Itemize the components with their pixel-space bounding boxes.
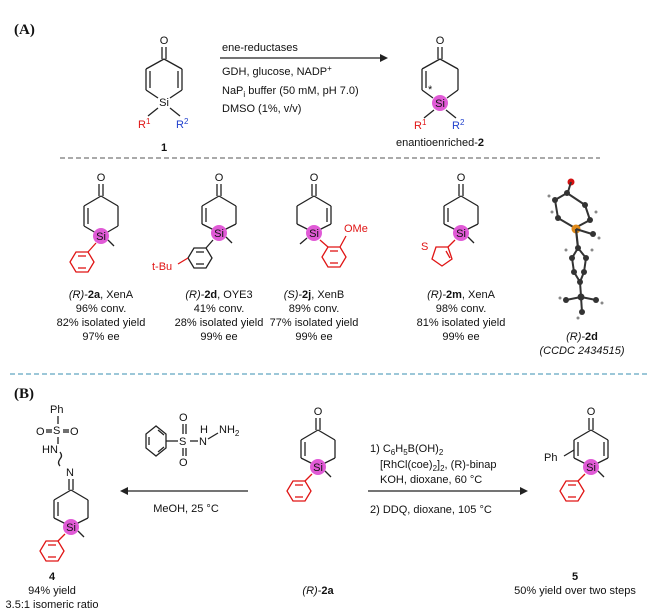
example-2d-title: (R)-2d, OYE3 (185, 289, 252, 301)
crystal-ccdc: (CCDC 2434515) (540, 345, 625, 357)
reactant-1-si: Si (159, 97, 169, 109)
reactant-1-number: 1 (161, 142, 167, 154)
svg-text:O: O (36, 426, 45, 438)
example-2m-ee: 99% ee (442, 331, 479, 343)
reaction-arrow-a-head (380, 54, 388, 62)
svg-text:NH2: NH2 (219, 424, 240, 438)
example-2d-conv: 41% conv. (194, 303, 245, 315)
product-5-phenyl: Ph (544, 452, 557, 464)
svg-text:O: O (97, 172, 106, 184)
reaction-arrow-left-head (120, 487, 128, 495)
product-2-structure: O Si * R1 R2 (414, 35, 465, 132)
conditions-line-1: ene-reductases (222, 42, 298, 54)
svg-text:Si: Si (66, 522, 76, 534)
svg-text:O: O (179, 412, 188, 424)
svg-text:Ph: Ph (50, 404, 63, 416)
svg-text:Si: Si (456, 228, 466, 240)
svg-text:Si: Si (96, 231, 106, 243)
svg-text:O: O (215, 172, 224, 184)
svg-text:Si: Si (214, 228, 224, 240)
product-5-number: 5 (572, 571, 578, 583)
reactant-1-structure: O Si R1 R2 (138, 35, 189, 131)
svg-text:O: O (70, 426, 79, 438)
sulfonylhydrazide-reagent: S O O N H NH2 (145, 412, 240, 469)
example-2a-title: (R)-2a, XenA (69, 289, 134, 301)
conditions-line-3: NaPi buffer (50 mM, pH 7.0) (222, 85, 359, 99)
compound-2m-structure: O Si (431, 172, 479, 267)
example-2a-yield: 82% isolated yield (57, 317, 146, 329)
conditions-line-2: GDH, glucose, NADP+ (222, 64, 332, 78)
product-4-ratio: 3.5:1 isomeric ratio (6, 599, 99, 611)
example-2j-conv: 89% conv. (289, 303, 340, 315)
product-4-yield: 94% yield (28, 585, 76, 597)
product-5-structure: O Si (559, 406, 609, 502)
example-2m-yield: 81% isolated yield (417, 317, 506, 329)
right-conditions-step-2: 2) DDQ, dioxane, 105 °C (370, 504, 492, 516)
conditions-line-4: DMSO (1%, v/v) (222, 103, 301, 115)
example-2d-substituent: t-Bu (152, 261, 172, 273)
example-2d-ee: 99% ee (200, 331, 237, 343)
start-2a-structure: O Si (286, 406, 336, 502)
svg-text:Si: Si (309, 228, 319, 240)
svg-text:H: H (200, 424, 208, 436)
example-2m-sulfur: S (421, 241, 428, 253)
product-5-yield: 50% yield over two steps (514, 585, 636, 597)
svg-text:Si: Si (313, 462, 323, 474)
left-conditions: MeOH, 25 °C (153, 503, 219, 515)
example-2a-ee: 97% ee (82, 331, 119, 343)
section-b-label: (B) (14, 386, 34, 402)
svg-text:N: N (199, 436, 207, 448)
reactant-1-r2: R2 (176, 117, 189, 131)
svg-text:Si: Si (586, 462, 596, 474)
product-2-caption: enantioenriched-2 (396, 137, 484, 149)
product-2-stereocenter: * (428, 84, 433, 96)
svg-text:N: N (66, 467, 74, 479)
svg-text:O: O (587, 406, 596, 418)
product-2-si-highlight (432, 95, 448, 111)
example-2d-yield: 28% isolated yield (175, 317, 264, 329)
example-2j-yield: 77% isolated yield (270, 317, 359, 329)
product-2-si: Si (435, 98, 445, 110)
svg-text:HN: HN (42, 444, 58, 456)
crystal-structure-image (547, 178, 604, 320)
compound-2d-structure: O Si (177, 172, 237, 269)
svg-text:O: O (310, 172, 319, 184)
section-a-label: (A) (14, 22, 35, 38)
svg-text:S: S (53, 425, 60, 437)
product-4-structure: Ph S O O HN N Si (36, 404, 89, 562)
svg-text:O: O (314, 406, 323, 418)
reaction-arrow-right-head (520, 487, 528, 495)
product-4-number: 4 (49, 571, 56, 583)
example-2m-conv: 98% conv. (436, 303, 487, 315)
product-2-r1: R1 (414, 118, 427, 132)
right-conditions-line-2: [RhCl(coe)2]2, (R)-binap (380, 459, 497, 473)
product-2-r2: R2 (452, 118, 465, 132)
example-2j-title: (S)-2j, XenB (284, 289, 345, 301)
compound-2a-structure: O Si (69, 172, 119, 273)
reactant-1-r1: R1 (138, 117, 151, 131)
example-2j-ee: 99% ee (295, 331, 332, 343)
product-2-oxygen: O (436, 35, 445, 47)
example-2j-substituent: OMe (344, 223, 368, 235)
start-2a-label: (R)-2a (302, 585, 334, 597)
right-conditions-line-1: 1) C6H5B(OH)2 (370, 443, 444, 457)
reactant-1-oxygen: O (160, 35, 169, 47)
example-2m-title: (R)-2m, XenA (427, 289, 496, 301)
svg-text:S: S (179, 436, 186, 448)
crystal-title: (R)-2d (566, 331, 598, 343)
svg-text:O: O (179, 457, 188, 469)
compound-2j-structure: O Si (296, 172, 347, 268)
example-2a-conv: 96% conv. (76, 303, 127, 315)
svg-text:O: O (457, 172, 466, 184)
right-conditions-line-3: KOH, dioxane, 60 °C (380, 474, 482, 486)
